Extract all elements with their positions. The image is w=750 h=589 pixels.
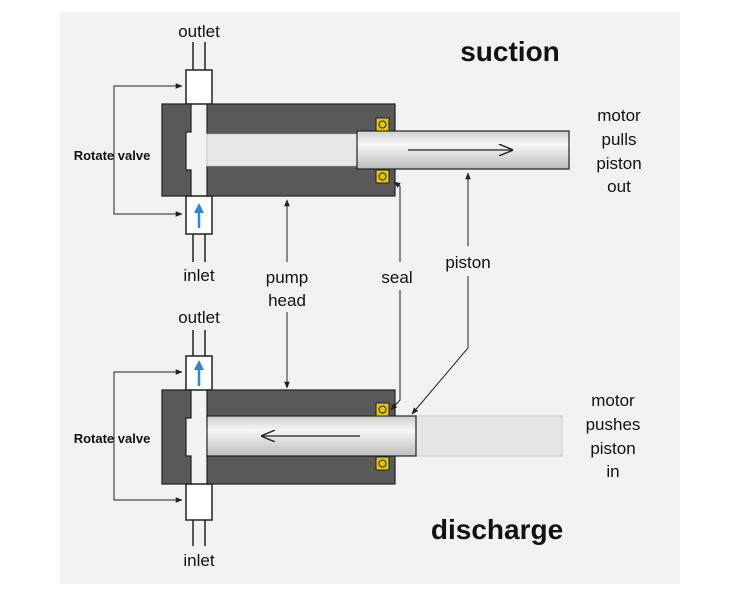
- piston-ghost-extension: [415, 415, 563, 457]
- outlet-pipe-bottom: [185, 330, 213, 391]
- outlet-label-bottom: outlet: [178, 308, 220, 327]
- discharge-title: discharge: [431, 514, 563, 545]
- motor-text-bottom-1: motor: [591, 391, 635, 410]
- inlet-label-bottom: inlet: [183, 551, 214, 570]
- seal-upper-bottom: [375, 402, 390, 417]
- callout-lines: [284, 172, 471, 415]
- outlet-pipe-top: [185, 42, 213, 105]
- motor-text-top-4: out: [607, 177, 631, 196]
- motor-text-top-3: piston: [596, 154, 641, 173]
- motor-text-bottom-2: pushes: [586, 415, 641, 434]
- pump-chamber-top: [206, 133, 358, 167]
- suction-assembly: [113, 42, 570, 262]
- pump-head-label-1: pump: [266, 268, 309, 287]
- motor-text-top-2: pulls: [602, 130, 637, 149]
- rotate-valve-top: [161, 103, 192, 197]
- pump-head-label-2: head: [268, 291, 306, 310]
- pump-head-upper-wall-bottom: [206, 389, 396, 419]
- inlet-pipe-bottom: [185, 483, 213, 546]
- seal-upper-top: [375, 117, 390, 132]
- motor-text-bottom-3: piston: [590, 439, 635, 458]
- rotate-valve-bottom: [161, 389, 192, 485]
- rotate-valve-label-bottom: Rotate valve: [74, 431, 151, 446]
- inlet-label-top: inlet: [183, 266, 214, 285]
- seal-label: seal: [381, 268, 412, 287]
- seal-lower-bottom: [375, 456, 390, 471]
- piston-label: piston: [445, 253, 490, 272]
- seal-lower-top: [375, 169, 390, 184]
- motor-text-bottom-4: in: [606, 462, 619, 481]
- motor-text-top-1: motor: [597, 106, 641, 125]
- pump-head-lower-wall-bottom: [206, 455, 396, 485]
- pump-head-upper-wall-top: [206, 103, 396, 135]
- rotate-valve-label-top: Rotate valve: [74, 148, 151, 163]
- inlet-pipe-top: [185, 195, 213, 262]
- discharge-assembly: [113, 330, 563, 546]
- suction-title: suction: [460, 36, 560, 67]
- outlet-label-top: outlet: [178, 22, 220, 41]
- pump-head-lower-wall-top: [206, 165, 396, 197]
